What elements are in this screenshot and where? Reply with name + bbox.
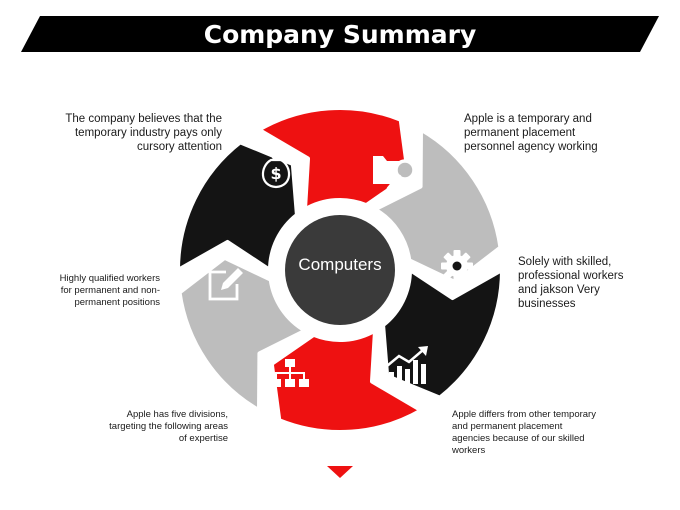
text-left: Highly qualified workers for permanent a… — [59, 273, 160, 308]
cycle-segment-3 — [381, 268, 504, 400]
folder-search-icon — [373, 156, 416, 192]
cycle-segment-2 — [373, 127, 503, 285]
svg-text:$: $ — [270, 164, 281, 183]
money-bag-icon: $ — [261, 150, 291, 189]
bar-chart-growth-icon — [386, 346, 428, 384]
cycle-segments — [176, 106, 504, 434]
title-banner — [21, 16, 659, 52]
page-title: Company Summary — [203, 20, 477, 49]
down-arrow-marker — [327, 466, 353, 478]
cycle-segment-1 — [257, 106, 411, 212]
gear-icon — [441, 250, 473, 282]
text-bottom-left: Apple has five divisions, targeting the … — [109, 409, 228, 444]
text-right: Solely with skilled, professional worker… — [518, 256, 624, 310]
center-label: Computers — [298, 255, 382, 274]
center-circle — [285, 215, 395, 325]
cycle-segment-4 — [269, 328, 423, 434]
org-chart-icon — [271, 359, 309, 387]
text-bottom-right: Apple differs from other temporary and p… — [452, 409, 596, 456]
edit-note-icon — [208, 268, 243, 301]
text-top-left: The company believes that the temporary … — [65, 113, 222, 153]
cycle-segment-6 — [176, 140, 299, 272]
text-top-right: Apple is a temporary and permanent place… — [464, 113, 598, 153]
